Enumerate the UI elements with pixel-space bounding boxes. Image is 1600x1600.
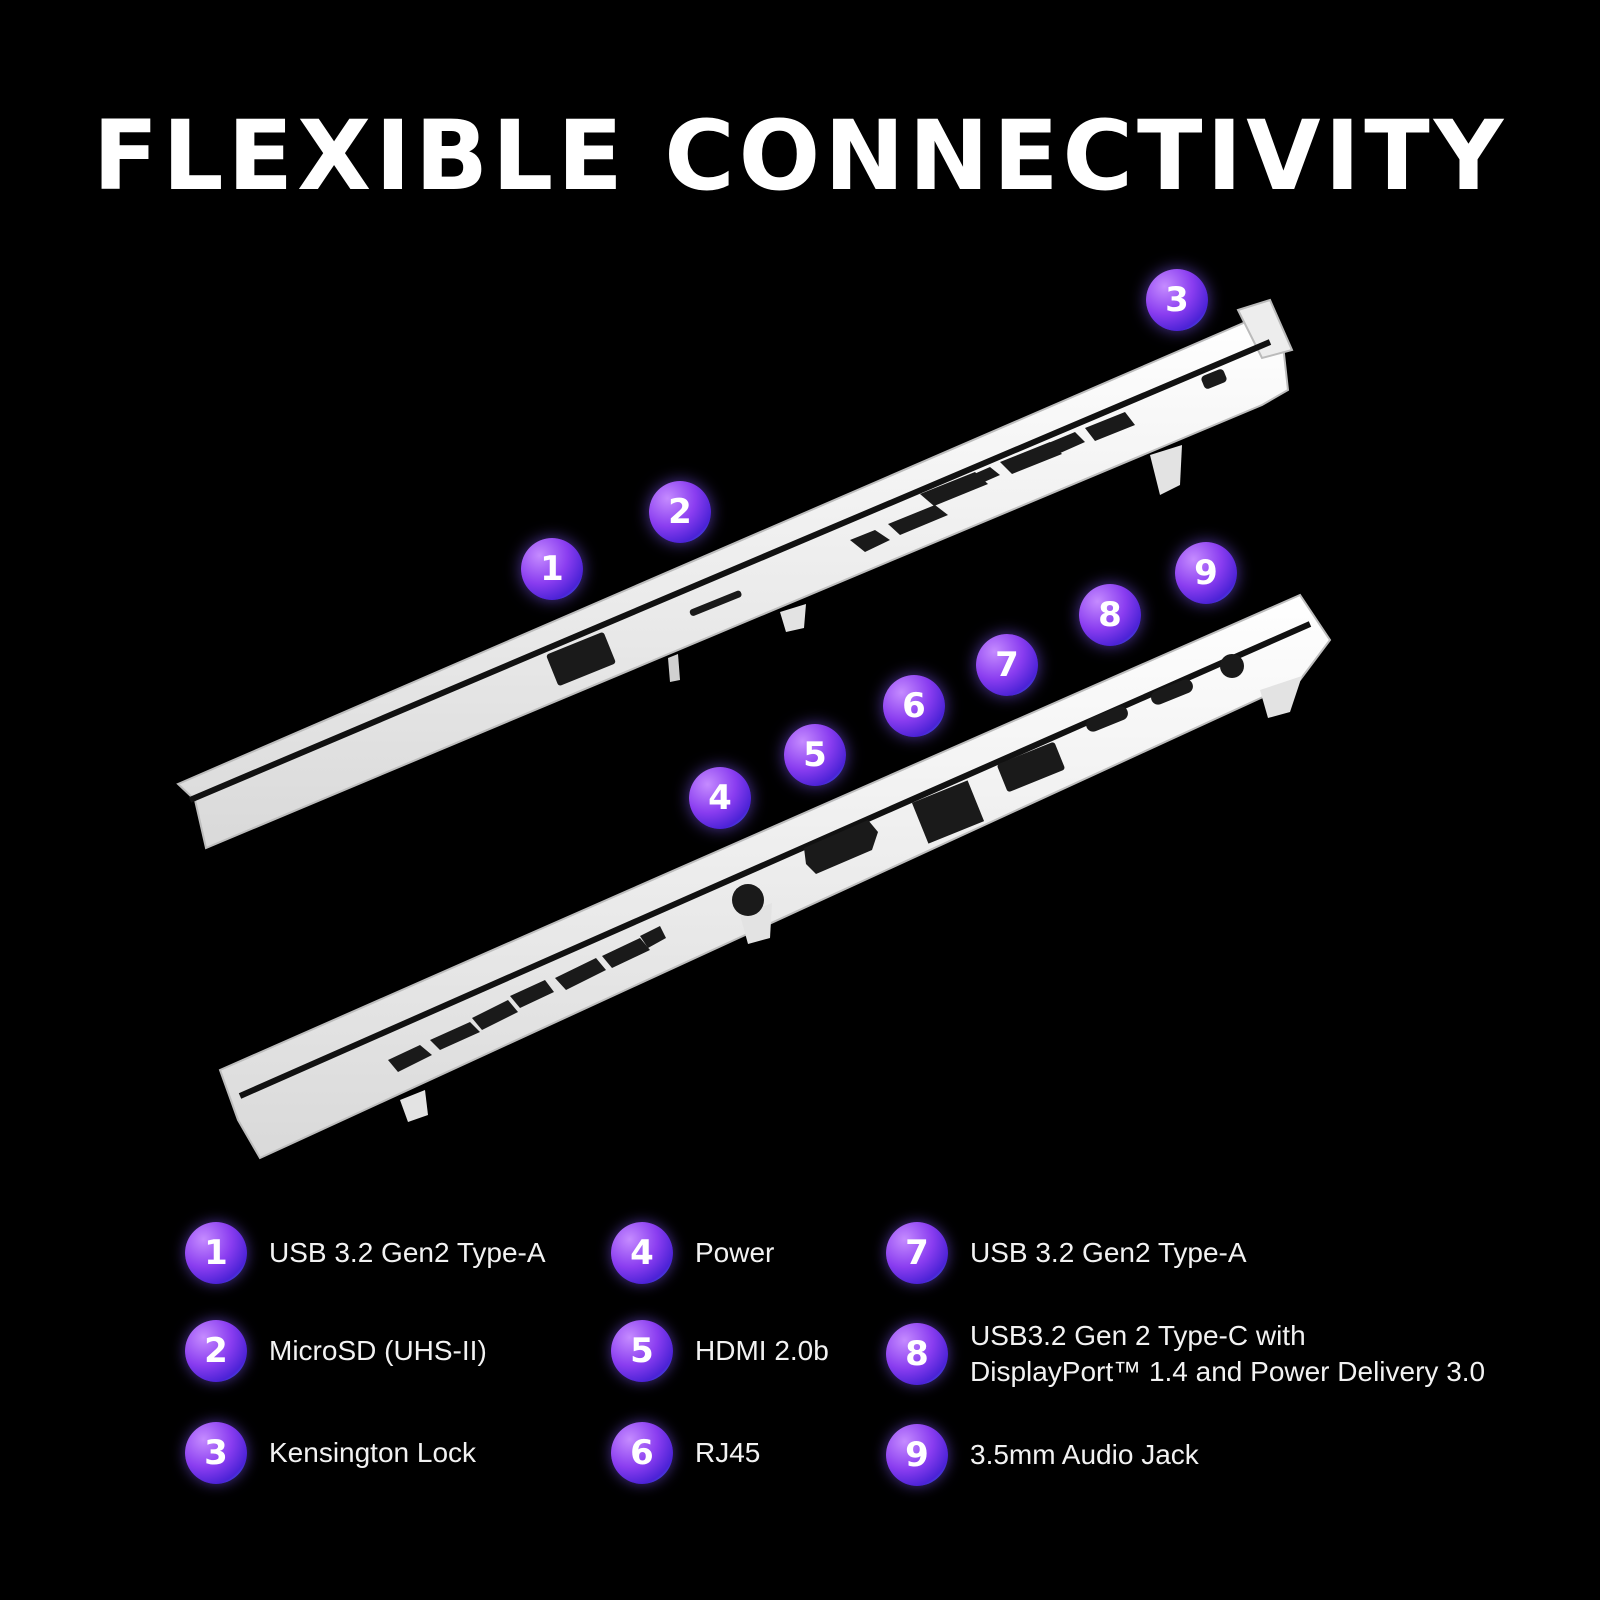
legend-label: USB 3.2 Gen2 Type-A	[269, 1237, 546, 1268]
legend-item-8: 8 USB3.2 Gen 2 Type-C with DisplayPort™ …	[886, 1318, 1485, 1390]
legend-badge: 7	[886, 1222, 948, 1284]
legend-label: Power	[695, 1237, 775, 1268]
callout-8: 8	[1079, 584, 1141, 646]
legend-label: USB 3.2 Gen2 Type-A	[970, 1237, 1247, 1268]
legend-item-2: 2 MicroSD (UHS-II)	[185, 1320, 487, 1382]
legend-badge: 1	[185, 1222, 247, 1284]
callout-4: 4	[689, 767, 751, 829]
page-title: FLEXIBLE CONNECTIVITY	[92, 100, 1508, 212]
legend-label: USB3.2 Gen 2 Type-C with DisplayPort™ 1.…	[970, 1320, 1486, 1387]
legend-label: RJ45	[695, 1437, 761, 1468]
legend-badge: 3	[185, 1422, 247, 1484]
legend-badge: 6	[611, 1422, 673, 1484]
legend-badge: 5	[611, 1320, 673, 1382]
legend-label: 3.5mm Audio Jack	[970, 1439, 1199, 1470]
legend-item-5: 5 HDMI 2.0b	[611, 1320, 829, 1382]
callout-7: 7	[976, 634, 1038, 696]
laptop-right-side	[176, 298, 1294, 850]
legend-item-9: 9 3.5mm Audio Jack	[886, 1424, 1199, 1486]
callout-3: 3	[1146, 269, 1208, 331]
legend-badge: 8	[886, 1323, 948, 1385]
legend-badge: 4	[611, 1222, 673, 1284]
legend-item-6: 6 RJ45	[611, 1422, 760, 1484]
callout-2: 2	[649, 481, 711, 543]
callout-6: 6	[883, 675, 945, 737]
legend-item-3: 3 Kensington Lock	[185, 1422, 476, 1484]
callout-5: 5	[784, 724, 846, 786]
legend-label: HDMI 2.0b	[695, 1335, 829, 1366]
legend-item-4: 4 Power	[611, 1222, 774, 1284]
laptop-left-side	[218, 593, 1332, 1160]
legend-badge: 9	[886, 1424, 948, 1486]
callout-1: 1	[521, 538, 583, 600]
callout-9: 9	[1175, 542, 1237, 604]
legend-item-1: 1 USB 3.2 Gen2 Type-A	[185, 1222, 546, 1284]
legend-item-7: 7 USB 3.2 Gen2 Type-A	[886, 1222, 1247, 1284]
legend-label: MicroSD (UHS-II)	[269, 1335, 487, 1366]
legend-label: Kensington Lock	[269, 1437, 477, 1468]
legend-badge: 2	[185, 1320, 247, 1382]
